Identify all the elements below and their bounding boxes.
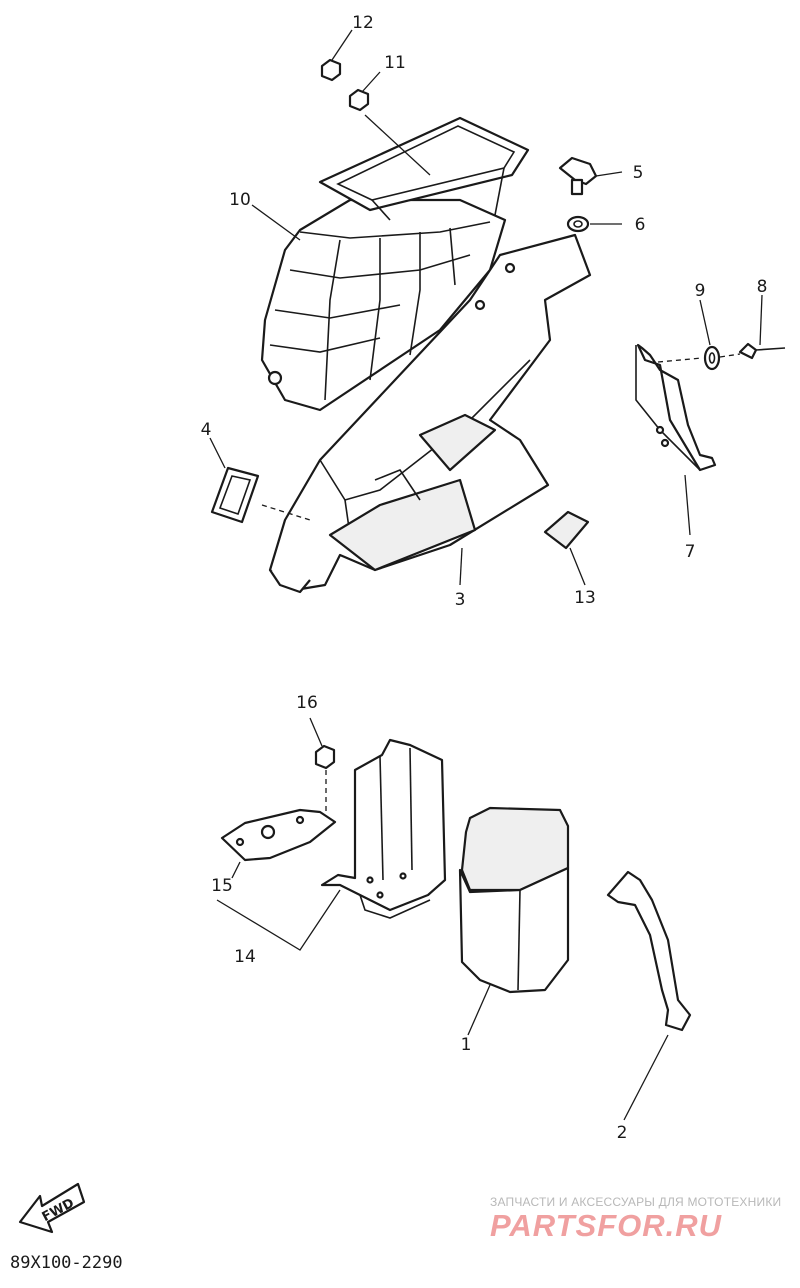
- callout-12: 12: [352, 13, 374, 33]
- leader-lines: [209, 29, 763, 1121]
- callout-13: 13: [574, 588, 596, 608]
- callout-labels: 12 11 10 5 6 9 8 4 3 13 7 16 15 14 1 2: [201, 13, 768, 1143]
- callout-8: 8: [757, 277, 768, 297]
- part-10-intake-funnel: [318, 116, 530, 221]
- part-14-battery-box-bracket: [320, 738, 447, 919]
- part-13-pad: [543, 510, 590, 550]
- callout-4: 4: [201, 420, 212, 440]
- callout-7: 7: [685, 542, 696, 562]
- diagram-reference-code: 89X100-2290: [10, 1253, 123, 1273]
- callout-3: 3: [455, 590, 466, 610]
- callout-5: 5: [633, 163, 644, 183]
- part-7-bracket: [635, 343, 717, 472]
- callout-6: 6: [635, 215, 646, 235]
- part-12-nut: [320, 58, 342, 82]
- callout-2: 2: [617, 1123, 628, 1143]
- callout-11: 11: [384, 53, 406, 73]
- part-10-air-box: [260, 198, 507, 412]
- part-5-wing-bolt: [558, 156, 598, 196]
- part-15-plate: [220, 808, 337, 862]
- callout-10: 10: [229, 190, 251, 210]
- part-4-grommet: [210, 466, 260, 524]
- callout-14: 14: [234, 947, 256, 967]
- callout-15: 15: [211, 876, 233, 896]
- part-2-battery-band: [606, 870, 692, 1032]
- part-1-battery: [458, 806, 570, 994]
- part-6-collar: [566, 215, 590, 233]
- callout-1: 1: [461, 1035, 472, 1055]
- callout-9: 9: [695, 281, 706, 301]
- part-9-grommet: [703, 345, 721, 371]
- fwd-arrow-icon: FWD: [18, 1182, 86, 1234]
- part-3-inner-fender: [268, 233, 592, 594]
- callout-16: 16: [296, 693, 318, 713]
- part-11-nut: [348, 88, 370, 112]
- part-16-nut: [314, 744, 336, 770]
- watermark-logo: PARTSFOR.RU: [490, 1208, 723, 1243]
- watermark-tagline: ЗАПЧАСТИ И АКСЕССУАРЫ ДЛЯ МОТОТЕХНИКИ: [490, 1195, 782, 1209]
- part-8-screw: [738, 342, 786, 360]
